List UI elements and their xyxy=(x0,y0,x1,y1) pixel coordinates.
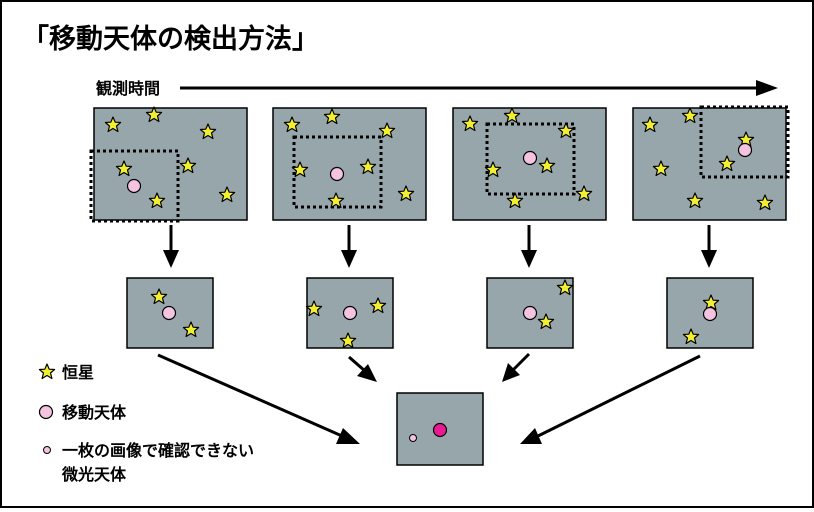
time-axis-label: 観測時間 xyxy=(96,79,160,98)
moving-object-4 xyxy=(737,142,753,158)
moving-object-crop-4 xyxy=(702,306,718,322)
moving-object-crop-3 xyxy=(522,305,538,321)
combine-arrow-1 xyxy=(157,353,360,444)
faint-dot-icon xyxy=(43,446,51,454)
observation-image-1 xyxy=(89,107,248,223)
observation-image-3 xyxy=(452,107,607,221)
combine-arrow-2 xyxy=(348,355,377,382)
moving-object-crop-2 xyxy=(342,305,358,321)
down-arrow-1 xyxy=(163,225,179,268)
observation-image-2 xyxy=(272,107,427,221)
moving-object-crop-1 xyxy=(161,305,177,321)
down-arrow-2 xyxy=(341,225,357,268)
pink-circle-icon xyxy=(38,404,54,420)
time-axis-arrow xyxy=(180,80,778,96)
cropped-image-1 xyxy=(126,277,214,349)
crop-frame-3 xyxy=(485,122,576,196)
moving-object-2 xyxy=(329,166,345,182)
legend-star-label: 恒星 xyxy=(62,363,94,382)
moving-object-3 xyxy=(522,150,538,166)
page-title: 「移動天体の検出方法」 xyxy=(22,23,319,55)
crop-frame-1 xyxy=(89,149,180,223)
legend-faint-label-line2: 微光天体 xyxy=(61,465,127,484)
legend: 恒星 移動天体 一枚の画像で確認できない 微光天体 xyxy=(38,363,254,484)
crop-frame-2 xyxy=(292,135,383,209)
combine-arrow-4 xyxy=(520,354,701,444)
crop-frame-4 xyxy=(699,105,790,179)
faint-object-dot xyxy=(409,434,417,442)
legend-moving-label: 移動天体 xyxy=(62,403,127,422)
down-arrow-4 xyxy=(701,225,717,268)
legend-faint-label-line1: 一枚の画像で確認できない xyxy=(62,441,254,460)
combine-arrow-3 xyxy=(502,352,531,382)
down-arrow-3 xyxy=(521,225,537,268)
moving-object-1 xyxy=(126,178,142,194)
detected-object xyxy=(432,422,448,438)
